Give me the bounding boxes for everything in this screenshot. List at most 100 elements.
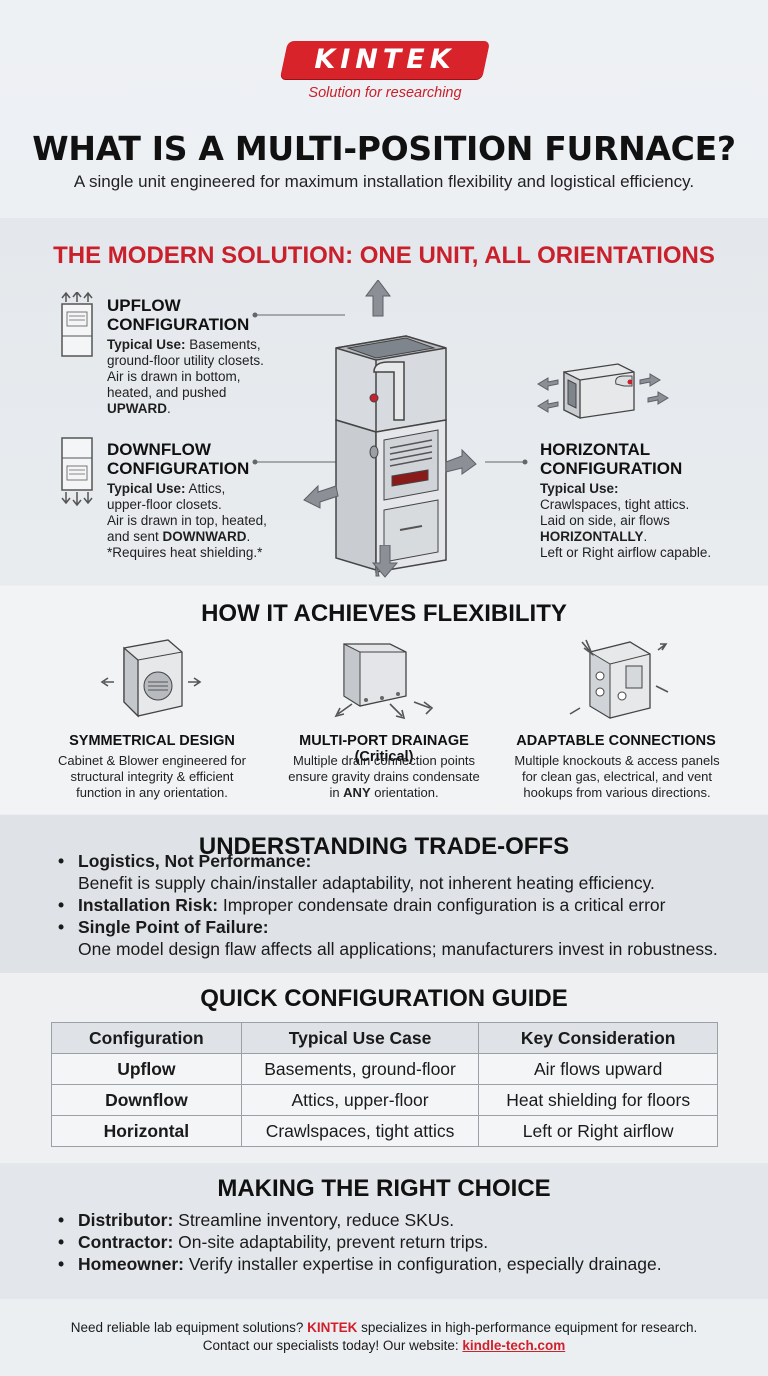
down-arrow-icon: [371, 545, 399, 578]
upflow-title-line1: UPFLOW: [107, 296, 181, 315]
choice-label: Contractor:: [78, 1232, 174, 1252]
horizontal-line3: Laid on side, air flows: [540, 513, 670, 528]
table-header-row: Configuration Typical Use Case Key Consi…: [51, 1022, 718, 1054]
upflow-line2: ground-floor utility closets.: [107, 353, 264, 368]
choice-text: On-site adaptability, prevent return tri…: [173, 1232, 489, 1252]
table-cell: Basements, ground-floor: [240, 1053, 480, 1085]
choice-heading: MAKING THE RIGHT CHOICE: [217, 1175, 551, 1202]
tradeoff-label: Installation Risk:: [78, 895, 219, 915]
downflow-description: Typical Use: Attics, upper-floor closets…: [107, 481, 297, 561]
website-link[interactable]: kindle-tech.com: [462, 1338, 566, 1353]
downflow-use-label: Typical Use:: [107, 481, 186, 496]
adaptable-connections-icon: [569, 639, 669, 719]
list-item: Installation Risk: Improper condensate d…: [58, 894, 748, 916]
horizontal-title-line2: CONFIGURATION: [540, 459, 683, 478]
table-cell: Air flows upward: [478, 1053, 718, 1085]
downflow-line4-bold: DOWNWARD: [162, 529, 247, 544]
tradeoff-label: Logistics, Not Performance:: [78, 851, 312, 871]
guide-heading: QUICK CONFIGURATION GUIDE: [200, 985, 568, 1012]
tradeoff-text: Improper condensate drain configuration …: [218, 895, 666, 915]
logo: KINTEK: [314, 44, 456, 75]
upflow-line4: heated, and pushed: [107, 385, 227, 400]
footer-suffix: specializes in high-performance equipmen…: [357, 1320, 698, 1335]
page-title: WHAT IS A MULTI-POSITION FURNACE?: [32, 129, 736, 168]
tradeoff-text: Benefit is supply chain/installer adapta…: [78, 873, 655, 893]
configuration-table: Configuration Typical Use Case Key Consi…: [51, 1022, 718, 1147]
feature-desc-line: function in any orientation.: [76, 785, 228, 800]
table-cell: Horizontal: [51, 1115, 242, 1147]
table-row: Downflow Attics, upper-floor Heat shield…: [51, 1084, 718, 1116]
column-header: Typical Use Case: [240, 1022, 480, 1054]
feature-desc-drainage: Multiple drain connection points ensure …: [274, 753, 494, 801]
choice-label: Distributor:: [78, 1210, 174, 1230]
table-row: Horizontal Crawlspaces, tight attics Lef…: [51, 1115, 718, 1147]
feature-desc-line: structural integrity & efficient: [70, 769, 234, 784]
choice-list: Distributor: Streamline inventory, reduc…: [58, 1209, 748, 1275]
downflow-title: DOWNFLOW CONFIGURATION: [107, 440, 249, 478]
horizontal-line4-suffix: .: [643, 529, 648, 544]
upflow-line5: UPWARD: [107, 401, 167, 416]
downflow-title-line1: DOWNFLOW: [107, 440, 211, 459]
feature-title-symmetrical: SYMMETRICAL DESIGN: [69, 733, 235, 749]
horizontal-line5: Left or Right airflow capable.: [540, 545, 712, 560]
horizontal-title-line1: HORIZONTAL: [540, 440, 651, 459]
tradeoffs-list: Logistics, Not Performance:Benefit is su…: [58, 850, 748, 960]
horizontal-line4: HORIZONTALLY: [540, 529, 644, 544]
table-cell: Heat shielding for floors: [478, 1084, 718, 1116]
upflow-description: Typical Use: Basements, ground-floor uti…: [107, 337, 287, 417]
upflow-line3: Air is drawn in bottom,: [107, 369, 241, 384]
downflow-line4-suffix: .: [246, 529, 251, 544]
feature-desc-connections: Multiple knockouts & access panels for c…: [502, 753, 732, 801]
table-cell: Left or Right airflow: [478, 1115, 718, 1147]
multi-port-drainage-icon: [334, 643, 434, 720]
upflow-unit-icon: [61, 292, 93, 357]
upflow-title: UPFLOW CONFIGURATION: [107, 296, 249, 334]
downflow-line5: *Requires heat shielding.*: [107, 545, 263, 560]
feature-desc-prefix: in: [329, 785, 344, 800]
tagline: Solution for researching: [308, 85, 462, 101]
downflow-unit-icon: [61, 437, 93, 507]
furnace-illustration-icon: [303, 280, 477, 577]
upflow-title-line2: CONFIGURATION: [107, 315, 250, 334]
list-item: Distributor: Streamline inventory, reduc…: [58, 1209, 748, 1231]
downflow-line4-prefix: and sent: [107, 529, 163, 544]
column-header: Key Consideration: [478, 1022, 718, 1054]
feature-desc-line: Multiple knockouts & access panels: [514, 753, 720, 768]
feature-desc-line: Cabinet & Blower engineered for: [58, 753, 246, 768]
horizontal-description: Typical Use: Crawlspaces, tight attics. …: [540, 481, 755, 561]
page-subtitle: A single unit engineered for maximum ins…: [73, 172, 695, 191]
downflow-use-text: Attics,: [185, 481, 226, 496]
symmetrical-design-icon: [100, 639, 202, 718]
table-row: Upflow Basements, ground-floor Air flows…: [51, 1053, 718, 1085]
list-item: Homeowner: Verify installer expertise in…: [58, 1253, 748, 1275]
table-cell: Attics, upper-floor: [240, 1084, 480, 1116]
footer-line-1: Need reliable lab equipment solutions? K…: [0, 1320, 768, 1335]
downflow-line2: upper-floor closets.: [107, 497, 222, 512]
footer-contact: Contact our specialists today! Our websi…: [202, 1338, 463, 1353]
horizontal-unit-icon: [537, 363, 669, 420]
feature-desc-symmetrical: Cabinet & Blower engineered for structur…: [42, 753, 262, 801]
list-item: Logistics, Not Performance:Benefit is su…: [58, 850, 748, 894]
list-item: Single Point of Failure:One model design…: [58, 916, 748, 960]
feature-title-connections: ADAPTABLE CONNECTIONS: [516, 733, 716, 749]
footer-line-2: Contact our specialists today! Our websi…: [0, 1338, 768, 1353]
table-cell: Crawlspaces, tight attics: [240, 1115, 480, 1147]
horizontal-use-label: Typical Use:: [540, 481, 619, 496]
downflow-line3: Air is drawn in top, heated,: [107, 513, 267, 528]
modern-solution-heading: THE MODERN SOLUTION: ONE UNIT, ALL ORIEN…: [53, 242, 715, 269]
tradeoff-text: One model design flaw affects all applic…: [78, 939, 718, 959]
horizontal-title: HORIZONTAL CONFIGURATION: [540, 440, 682, 478]
feature-desc-line: for clean gas, electrical, and vent: [521, 769, 713, 784]
choice-label: Homeowner:: [78, 1254, 184, 1274]
list-item: Contractor: On-site adaptability, preven…: [58, 1231, 748, 1253]
table-cell: Upflow: [51, 1053, 242, 1085]
footer-brand: KINTEK: [307, 1320, 358, 1335]
upflow-use-label: Typical Use:: [107, 337, 186, 352]
feature-desc-bold: ANY: [343, 785, 371, 800]
feature-desc-line: ensure gravity drains condensate: [288, 769, 480, 784]
footer-section: [0, 1299, 768, 1376]
table-cell: Downflow: [51, 1084, 242, 1116]
feature-desc-line: hookups from various directions.: [523, 785, 711, 800]
footer-prefix: Need reliable lab equipment solutions?: [70, 1320, 308, 1335]
feature-desc-line: Multiple drain connection points: [292, 753, 476, 768]
